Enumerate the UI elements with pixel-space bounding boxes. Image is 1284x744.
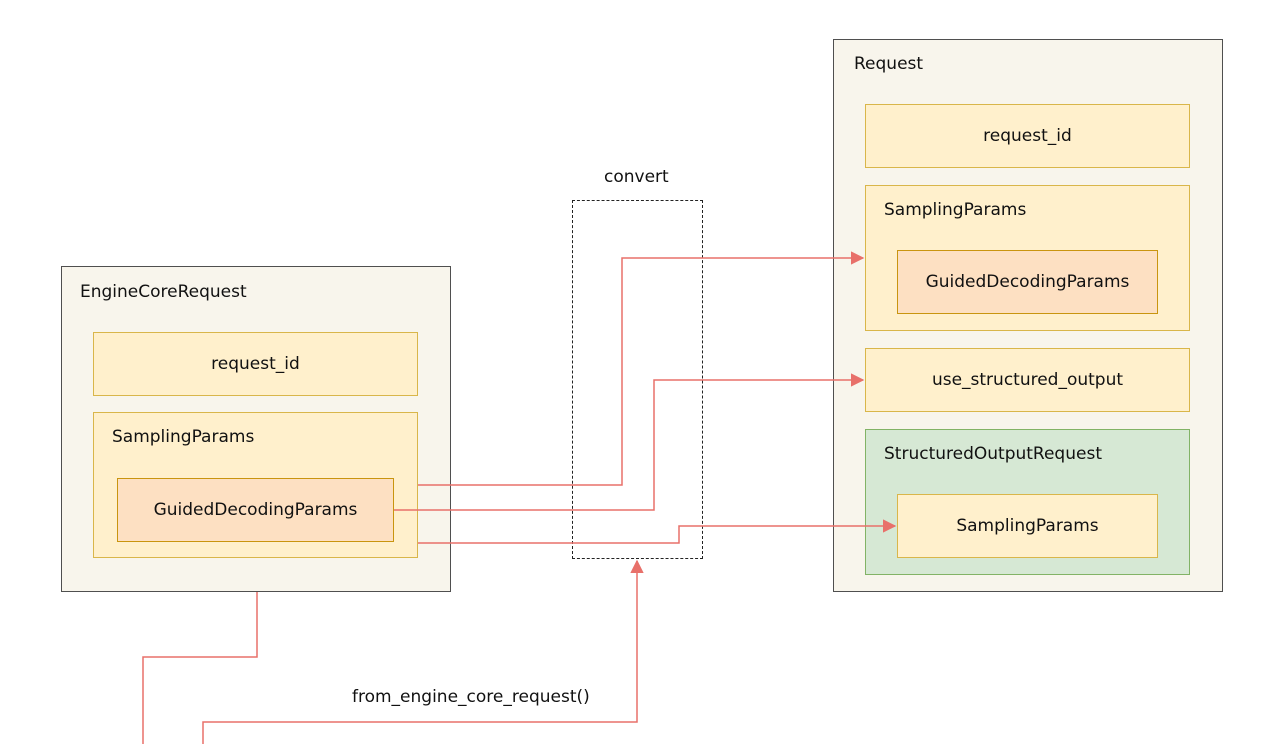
engine-core-request-title: EngineCoreRequest [80,282,247,302]
left-guided-decoding-params: GuidedDecodingParams [117,478,394,542]
structured-output-request-title: StructuredOutputRequest [884,444,1102,464]
right-request-id-field: request_id [865,104,1190,168]
request-title: Request [854,54,924,74]
from-engine-core-request-label: from_engine_core_request() [352,687,590,707]
right-sampling-params-title: SamplingParams [884,200,1027,220]
engine-core-request-down-connector [142,592,258,744]
inner-sampling-params-field: SamplingParams [897,494,1158,558]
right-guided-decoding-params: GuidedDecodingParams [897,250,1158,314]
convert-box [572,200,703,559]
left-sampling-params-title: SamplingParams [112,427,255,447]
convert-label: convert [604,167,669,187]
use-structured-output-field: use_structured_output [865,348,1190,412]
left-request-id-field: request_id [93,332,418,396]
